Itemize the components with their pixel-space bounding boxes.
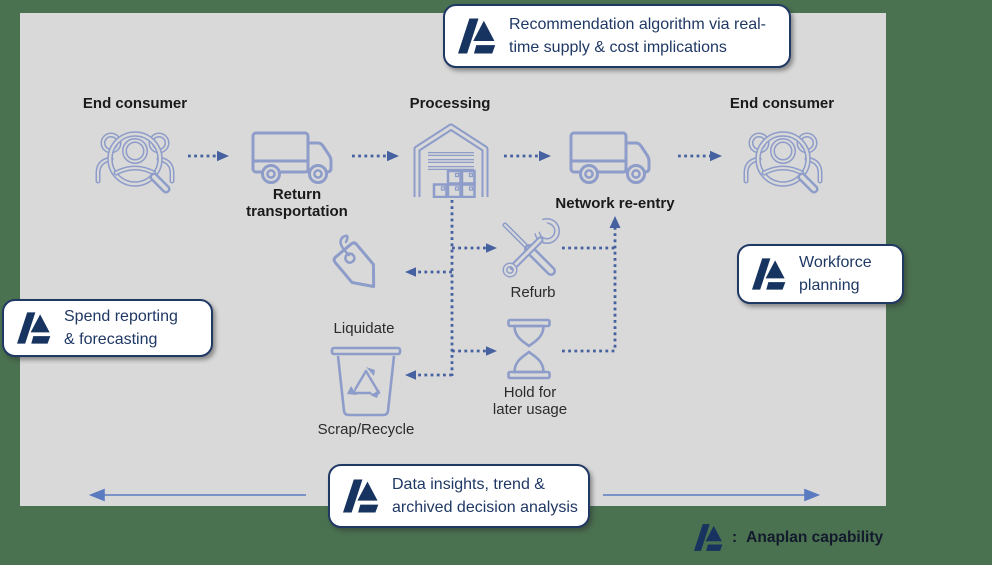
stage-label-end-consumer-right: End consumer (729, 95, 835, 112)
people-with-magnifier-icon (95, 131, 175, 194)
anaplan-logo-icon (343, 479, 379, 513)
legend-separator: : (732, 528, 738, 546)
callout-spend-reporting: Spend reporting & forecasting (2, 299, 213, 357)
callout-recommendation-algorithm: Recommendation algorithm via real- time … (443, 4, 791, 68)
callout-workforce-planning: Workforce planning (737, 244, 904, 304)
callout-text: Recommendation algorithm via real- time … (509, 15, 766, 56)
callout-text: Workforce planning (799, 253, 872, 294)
crossed-tools-icon (502, 214, 560, 278)
stage-label-end-consumer-left: End consumer (82, 95, 188, 112)
disposition-label-refurb: Refurb (510, 284, 556, 301)
anaplan-logo-icon (17, 312, 51, 344)
anaplan-logo-icon (458, 18, 496, 54)
callout-text: Data insights, trend & archived decision… (392, 475, 578, 516)
callout-data-insights: Data insights, trend & archived decision… (328, 464, 590, 528)
anaplan-capability-legend: : Anaplan capability (694, 522, 883, 553)
disposition-label-hold: Hold for later usage (492, 384, 568, 419)
stage-label-network-re-entry: Network re-entry (555, 195, 675, 212)
warehouse-icon (413, 123, 489, 198)
hourglass-icon (507, 318, 551, 380)
truck-icon (251, 131, 333, 184)
recycle-bin-icon (330, 346, 402, 417)
truck-icon (569, 131, 651, 184)
stage-label-return-transportation: Return transportation (246, 186, 348, 221)
price-tag-icon (332, 234, 376, 288)
callout-text: Spend reporting & forecasting (64, 307, 178, 348)
stage-label-processing: Processing (409, 95, 491, 112)
disposition-label-scrap: Scrap/Recycle (317, 421, 415, 438)
people-with-magnifier-icon (743, 131, 823, 194)
anaplan-logo-icon (694, 524, 723, 551)
legend-label: Anaplan capability (746, 528, 884, 546)
disposition-label-liquidate: Liquidate (333, 320, 395, 337)
anaplan-logo-icon (752, 258, 786, 290)
